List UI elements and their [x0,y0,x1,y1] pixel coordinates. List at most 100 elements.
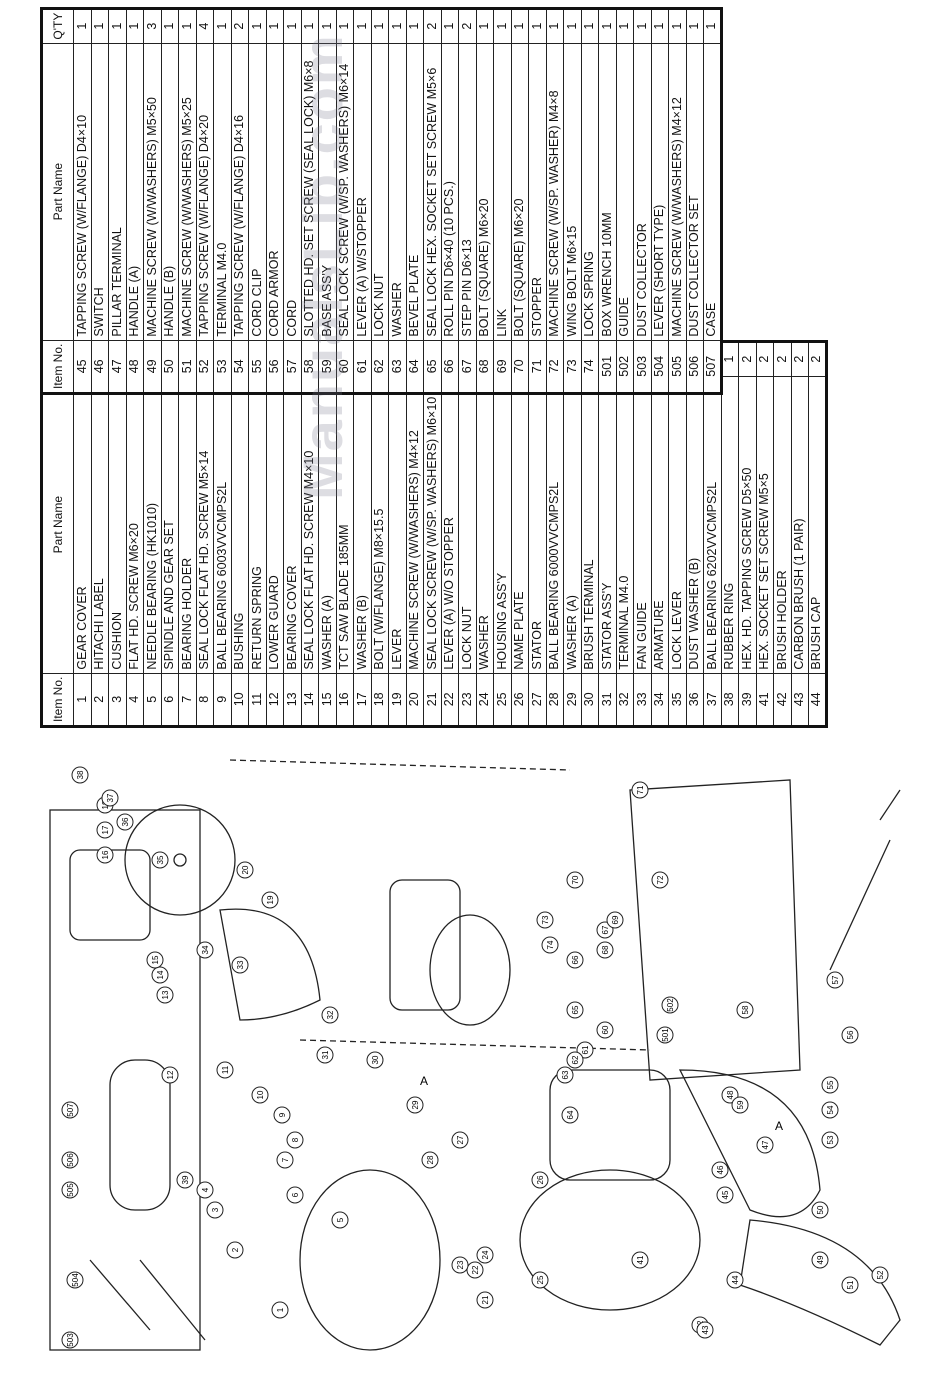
callout-circle [61,1151,79,1169]
callout-number: 20 [241,865,250,874]
callout-number: 54 [826,1105,835,1114]
part-name: BEVEL PLATE [406,43,424,341]
part-name: MACHINE SCREW (W/WASHERS) M5×25 [178,43,196,341]
callout-number: 46 [716,1165,725,1174]
callout-circle [261,891,279,909]
part-name: NEEDLE BEARING (HK1010) [143,376,161,674]
part-name: BALL BEARING 6202VVCMPS2L [703,376,721,674]
part-name: BUSHING [231,376,249,674]
part-name: LOCK LEVER [668,376,686,674]
table-row: 3CUSHION1 [108,341,126,727]
part-name: BOLT (W/FLANGE) M8×15.5 [371,376,389,674]
callout-circle [316,1046,334,1064]
callout-number: 59 [736,1100,745,1109]
fan-guide-shape [429,914,511,1026]
quantity: 1 [108,8,126,44]
exploded-parts-diagram: 1234567891011121314151617181920212223242… [49,759,901,1351]
callout-circle [421,1151,439,1169]
item-number: 73 [563,340,581,394]
callout-circle [821,1131,839,1149]
item-number: 42 [773,673,791,727]
item-number: 26 [511,673,529,727]
callout-number: 55 [826,1080,835,1089]
callout-number: 502 [666,998,675,1012]
callout-circle [596,941,614,959]
quantity: 3 [143,8,161,44]
item-number: 23 [458,673,476,727]
part-name: STEP PIN D6×13 [458,43,476,341]
handle-b-shape [739,1219,901,1346]
part-name: MACHINE SCREW (W/SP. WASHER) M4×8 [546,43,564,341]
callout-circle [236,861,254,879]
callout-number: 32 [326,1010,335,1019]
quantity: 2 [808,341,826,377]
item-number: 72 [546,340,564,394]
callout-circle [366,1051,384,1069]
item-number: 43 [791,673,809,727]
item-number: 24 [476,673,494,727]
part-name: STOPPER [528,43,546,341]
callout-number: 63 [561,1070,570,1079]
callout-circle [531,1171,549,1189]
callout-number: 43 [701,1325,710,1334]
cord-shape [829,839,891,971]
item-number: 11 [248,673,266,727]
item-number: 55 [248,340,266,394]
item-number: 51 [178,340,196,394]
item-number: 74 [581,340,599,394]
callout-circle [536,911,554,929]
item-number: 38 [721,673,739,727]
quantity: 1 [546,8,564,44]
item-number: 36 [686,673,704,727]
part-name: DUST COLLECTOR SET [686,43,704,341]
callout-number: 506 [66,1153,75,1167]
item-number: 17 [353,673,371,727]
item-number: 39 [738,673,756,727]
callout-number: 37 [106,793,115,802]
callout-number: 27 [456,1135,465,1144]
quantity: 1 [213,8,231,44]
callout-number: 501 [661,1028,670,1042]
callout-circle [231,956,249,974]
header-part-name: Part Name [41,376,74,674]
callout-number: 39 [181,1175,190,1184]
callout-circle [606,911,624,929]
callout-circle [151,966,169,984]
stator-shape [549,1069,671,1181]
part-name: LEVER [388,376,406,674]
item-number: 10 [231,673,249,727]
callout-number: 11 [221,1065,230,1074]
callout-circle [821,1101,839,1119]
callout-number: 57 [831,975,840,984]
quantity: 1 [73,8,91,44]
callout-circle [273,1106,291,1124]
part-name: RETURN SPRING [248,376,266,674]
header-part-name: Part Name [41,43,74,341]
callout-number: 72 [656,875,665,884]
callout-circle [731,1096,749,1114]
callout-number: 25 [536,1275,545,1284]
quantity: 1 [633,8,651,44]
callout-circle [61,1181,79,1199]
item-number: 1 [73,673,91,727]
callout-number: 36 [121,817,130,826]
callout-number: 5 [336,1217,345,1222]
